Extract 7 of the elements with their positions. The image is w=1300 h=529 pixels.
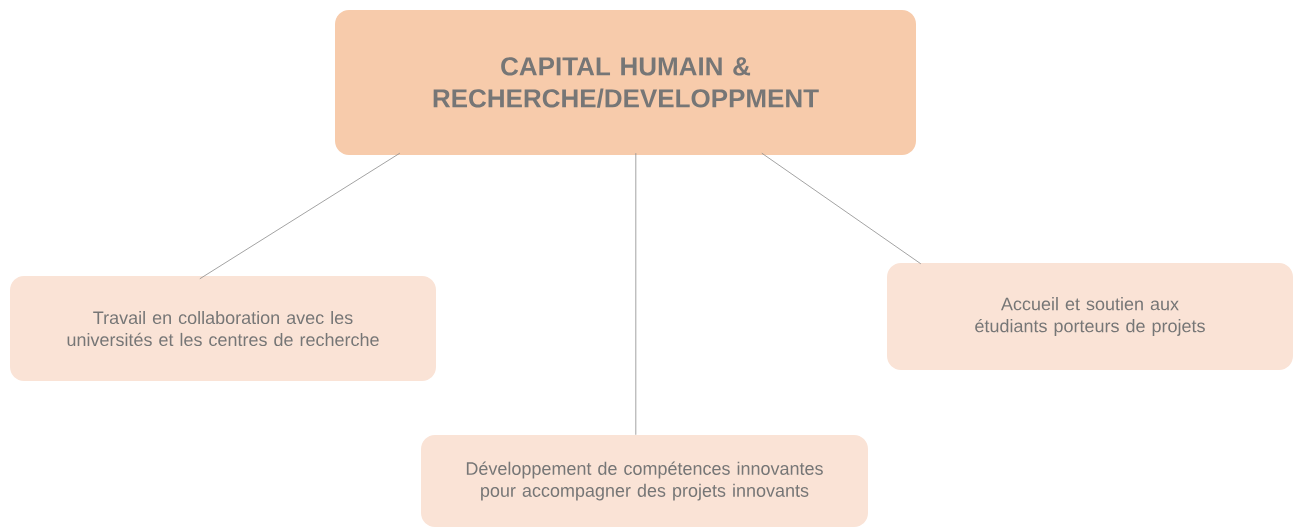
connector-line [635,152,637,436]
topic-box: Développement de compétences innovantes pour accompagner des projets innovants [421,435,868,527]
topic-box: Accueil et soutien aux étudiants porteurs de projets [887,263,1293,370]
connector-line [761,152,922,265]
topic-box: Travail en collaboration avec les universités et les centres de recherche [10,276,436,381]
connector-line [199,152,401,280]
title-box: CAPITAL HUMAIN & RECHERCHE/DEVELOPPMENT [335,10,916,155]
